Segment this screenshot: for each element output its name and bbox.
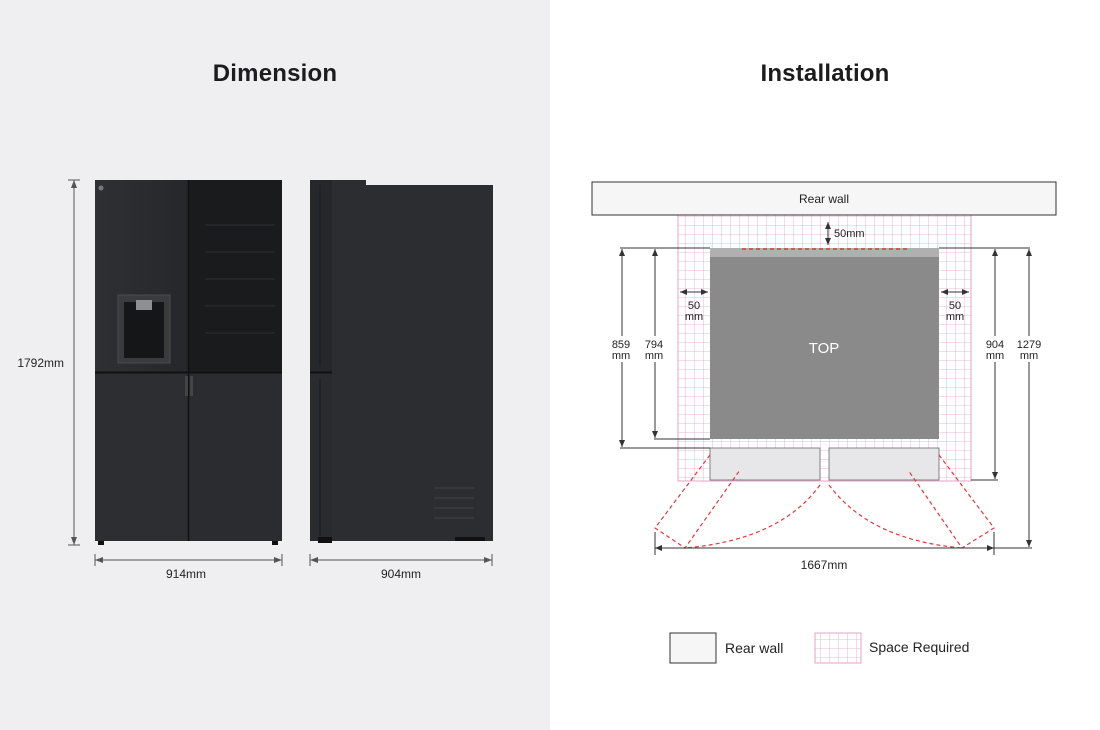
- left-gap-unit: mm: [685, 311, 703, 323]
- left-gap-dimension: [680, 289, 708, 295]
- depth-label: 904mm: [381, 567, 421, 581]
- left-gap-value: 50: [688, 300, 700, 312]
- dimension-drawing: 1792mm: [17, 179, 493, 581]
- legend-rear-wall-label: Rear wall: [725, 640, 783, 656]
- right-door-top: [828, 447, 940, 481]
- rear-wall: [591, 181, 1057, 216]
- total-width-label: 1667mm: [801, 558, 848, 572]
- height-dimension-line: [68, 179, 80, 546]
- lg-logo-icon: [98, 185, 104, 191]
- dimension-panel: Dimension 1792mm: [0, 0, 550, 730]
- left-door-top: [709, 447, 821, 481]
- right-gap-unit: mm: [946, 311, 964, 323]
- depth-859-unit: mm: [612, 350, 630, 362]
- depth-904-dimension: [939, 247, 1030, 481]
- fridge-top-rim: [710, 248, 939, 257]
- legend-rear-wall-swatch: [669, 632, 717, 664]
- depth-904-value: 904: [986, 339, 1004, 351]
- legend: Rear wall Space Required: [669, 632, 969, 664]
- installation-panel: Installation Rear wall TOP: [550, 0, 1100, 730]
- installation-title: Installation: [760, 60, 890, 87]
- legend-space-required-label: Space Required: [869, 639, 969, 655]
- fridge-top: [710, 257, 939, 439]
- fridge-side-view: [310, 180, 493, 543]
- installation-drawing: Rear wall TOP 50mm: [591, 181, 1057, 664]
- depth-794-unit: mm: [645, 350, 663, 362]
- width-label: 914mm: [166, 567, 206, 581]
- width-dimension-line: [94, 554, 283, 566]
- fridge-front-view: [95, 180, 282, 545]
- depth-1279-value: 1279: [1017, 339, 1041, 351]
- total-width-dimension: [654, 532, 995, 555]
- legend-space-required-swatch: [814, 632, 862, 664]
- depth-859-value: 859: [612, 339, 630, 351]
- depth-904-unit: mm: [986, 350, 1004, 362]
- door-swing-paths: [654, 454, 995, 549]
- height-label: 1792mm: [17, 356, 64, 370]
- dimension-title: Dimension: [212, 60, 338, 87]
- depth-794-value: 794: [645, 339, 663, 351]
- top-gap-label: 50mm: [834, 228, 865, 240]
- depth-1279-unit: mm: [1020, 350, 1038, 362]
- rear-wall-label: Rear wall: [799, 192, 849, 206]
- top-gap-dimension: [825, 222, 831, 245]
- top-label: TOP: [809, 340, 840, 357]
- depth-1279-dimension: [962, 249, 1032, 549]
- depth-dimension-line: [309, 554, 493, 566]
- right-gap-value: 50: [949, 300, 961, 312]
- right-gap-dimension: [941, 289, 969, 295]
